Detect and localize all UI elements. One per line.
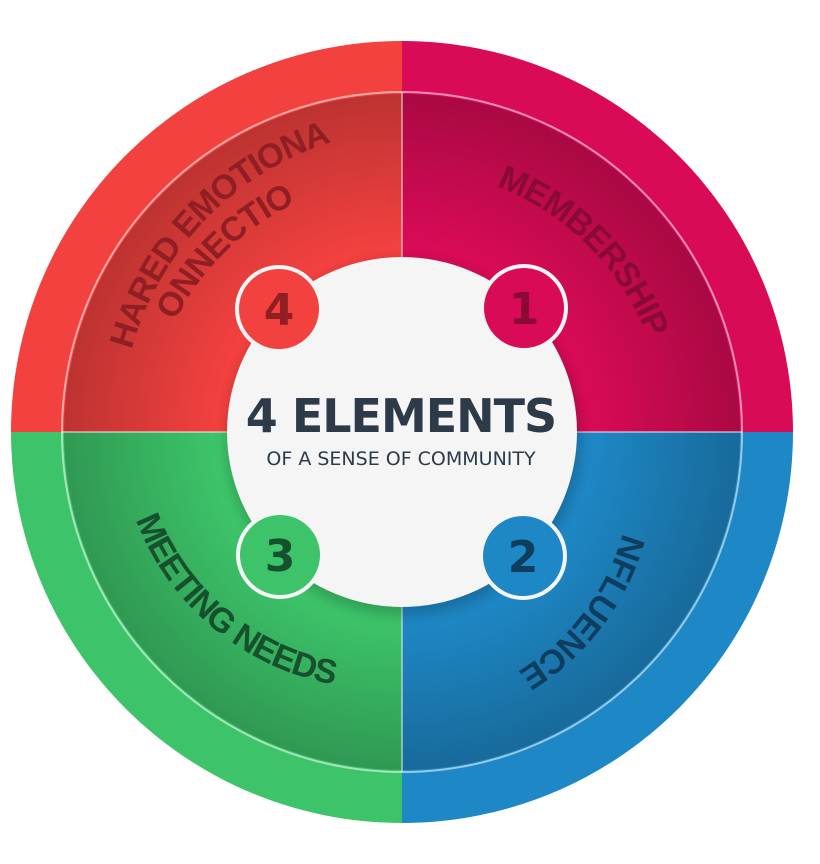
center-disc <box>227 257 577 607</box>
badge-4: 4 <box>235 265 323 353</box>
inner-ring-outline <box>61 91 743 773</box>
badge-3-fill <box>240 515 320 595</box>
badge-1: 1 <box>480 264 568 352</box>
badge-2-fill <box>483 516 563 596</box>
badge-2: 2 <box>479 512 567 600</box>
badge-1-fill <box>484 268 564 348</box>
badge-2-number: 2 <box>508 532 539 583</box>
center-subtitle: OF A SENSE OF COMMUNITY <box>266 448 536 470</box>
badge-3: 3 <box>236 511 324 599</box>
center-title: 4 ELEMENTS <box>246 389 556 443</box>
badge-3-number: 3 <box>265 531 296 582</box>
badge-4-number: 4 <box>264 285 295 336</box>
badge-4-fill <box>239 269 319 349</box>
badge-1-number: 1 <box>509 284 540 335</box>
